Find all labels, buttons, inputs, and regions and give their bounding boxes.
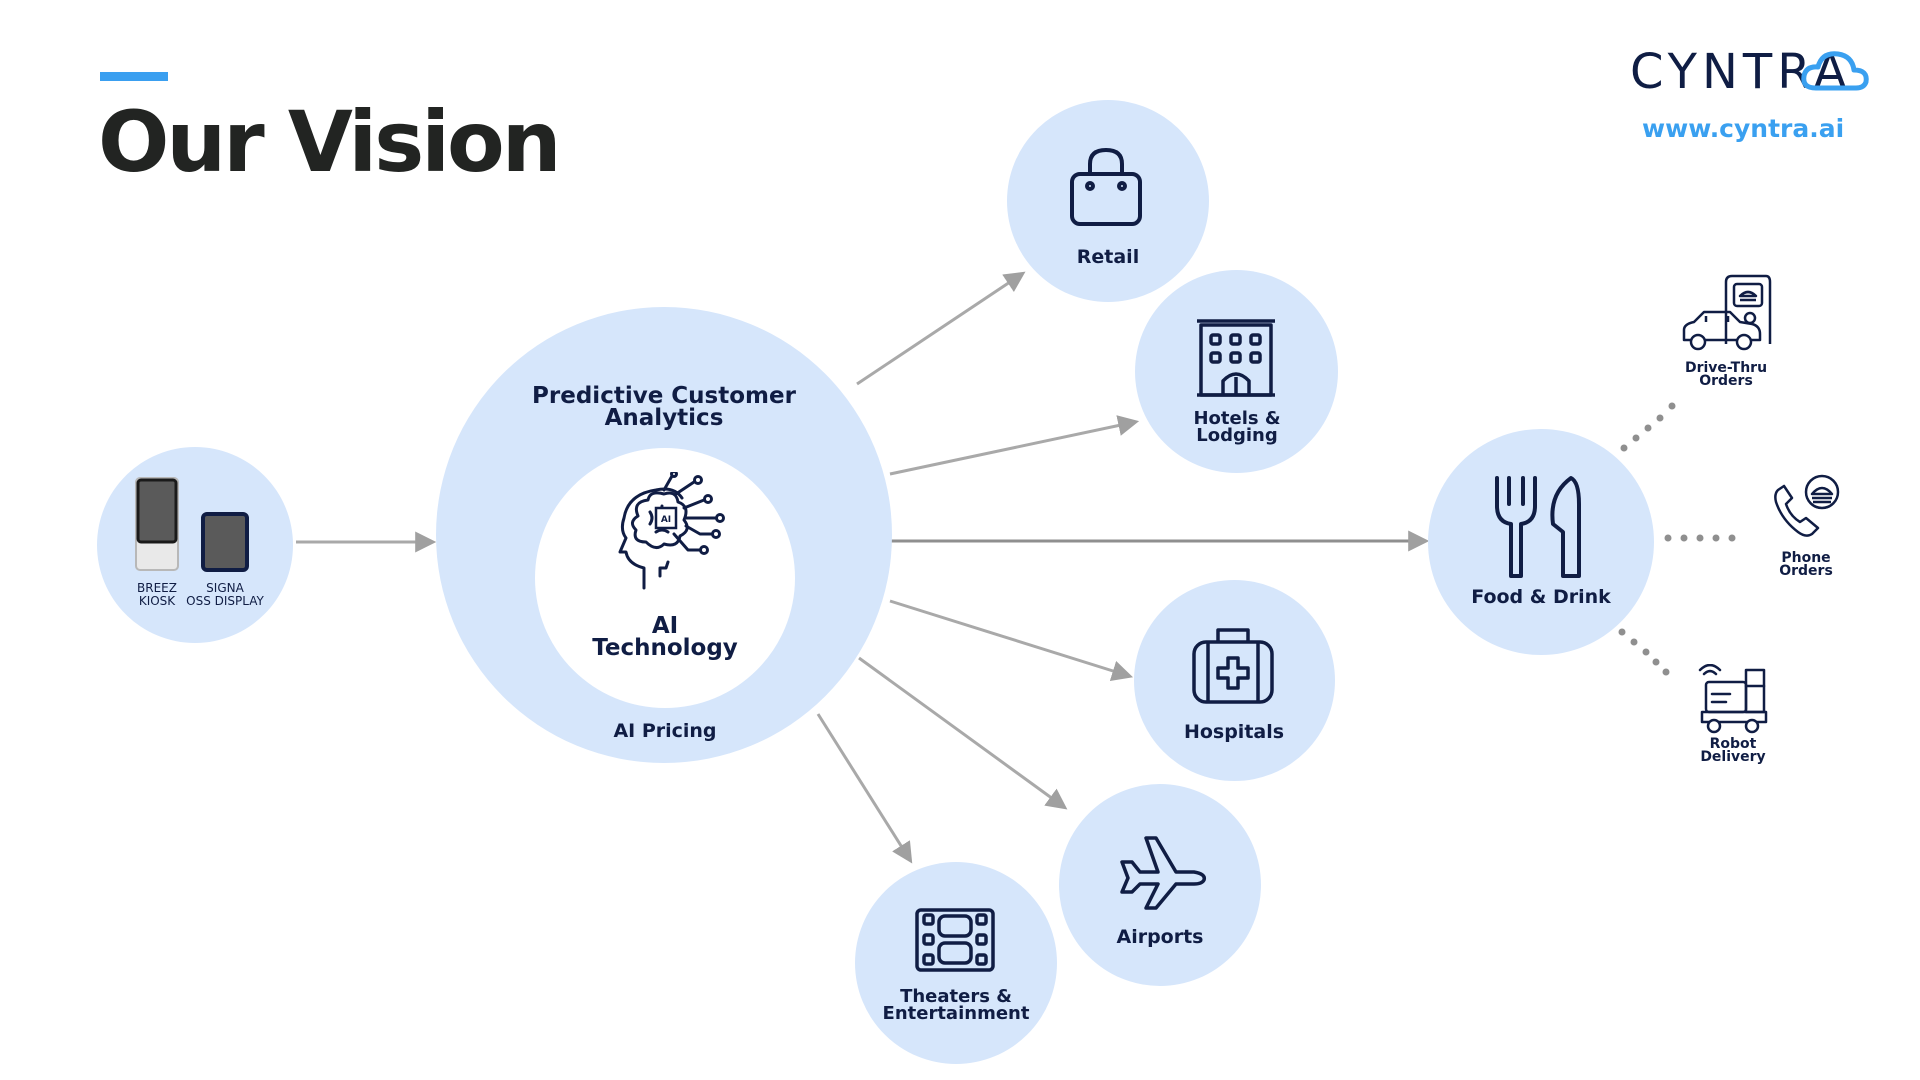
vertical-label-retail: Retail [1076,246,1140,268]
channel-label-phone: Phone Orders [1779,550,1833,580]
ai-head-icon: AI [618,472,725,590]
robot-delivery-icon [1698,664,1768,734]
vertical-label-theaters: Theaters & Entertainment [882,986,1030,1025]
cyntra-logo: CYNTRA www.cyntra.ai [1630,48,1870,148]
arrow-core-to-retail [856,271,1026,386]
devices-node [97,447,293,643]
film-strip-icon [915,908,995,972]
vertical-label-airports: Airports [1116,926,1204,948]
display-label: SIGNA OSS DISPLAY [186,581,264,608]
cloud-icon [1801,51,1869,91]
airplane-icon [1120,836,1207,910]
logo-url: www.cyntra.ai [1642,114,1845,143]
signage-display-icon [201,512,249,572]
retail-node [1007,100,1209,302]
shopping-bag-icon [1070,148,1142,226]
hospitals-node [1134,580,1335,781]
page-title: Our Vision [98,93,562,191]
ai-chip [654,506,678,530]
dotted-connectors [1618,402,1736,676]
drive-thru-icon [1682,274,1772,351]
channel-label-drive-thru: Drive-Thru Orders [1684,360,1768,390]
kiosk-icon [135,477,179,571]
title-accent-bar [100,72,168,81]
predictive-analytics-label: Predictive Customer Analytics [532,383,796,431]
arrows [296,271,1430,864]
kiosk-label: BREEZ KIOSK [137,581,177,608]
hotels-node [1135,270,1338,473]
airports-node [1059,784,1261,986]
food-node [1428,429,1654,655]
ai-pricing-label: AI Pricing [613,720,717,742]
phone-order-icon [1774,474,1840,537]
vertical-label-hotels: Hotels & Lodging [1193,408,1281,447]
arrow-core-to-theaters [816,713,913,864]
channel-label-robot: Robot Delivery [1700,736,1766,766]
ai-chip-text: AI [661,515,671,525]
core-inner-circle [535,448,795,708]
arrow-core-to-hotels [889,415,1140,476]
hotel-building-icon [1197,319,1275,397]
arrow-core-to-hospitals [889,599,1134,681]
vertical-label-food: Food & Drink [1471,586,1611,608]
vertical-label-hospitals: Hospitals [1183,721,1285,743]
ai-technology-label: AI Technology [592,613,738,661]
medical-kit-icon [1192,628,1274,704]
fork-knife-icon [1495,476,1581,578]
arrow-core-to-airports [858,656,1068,810]
